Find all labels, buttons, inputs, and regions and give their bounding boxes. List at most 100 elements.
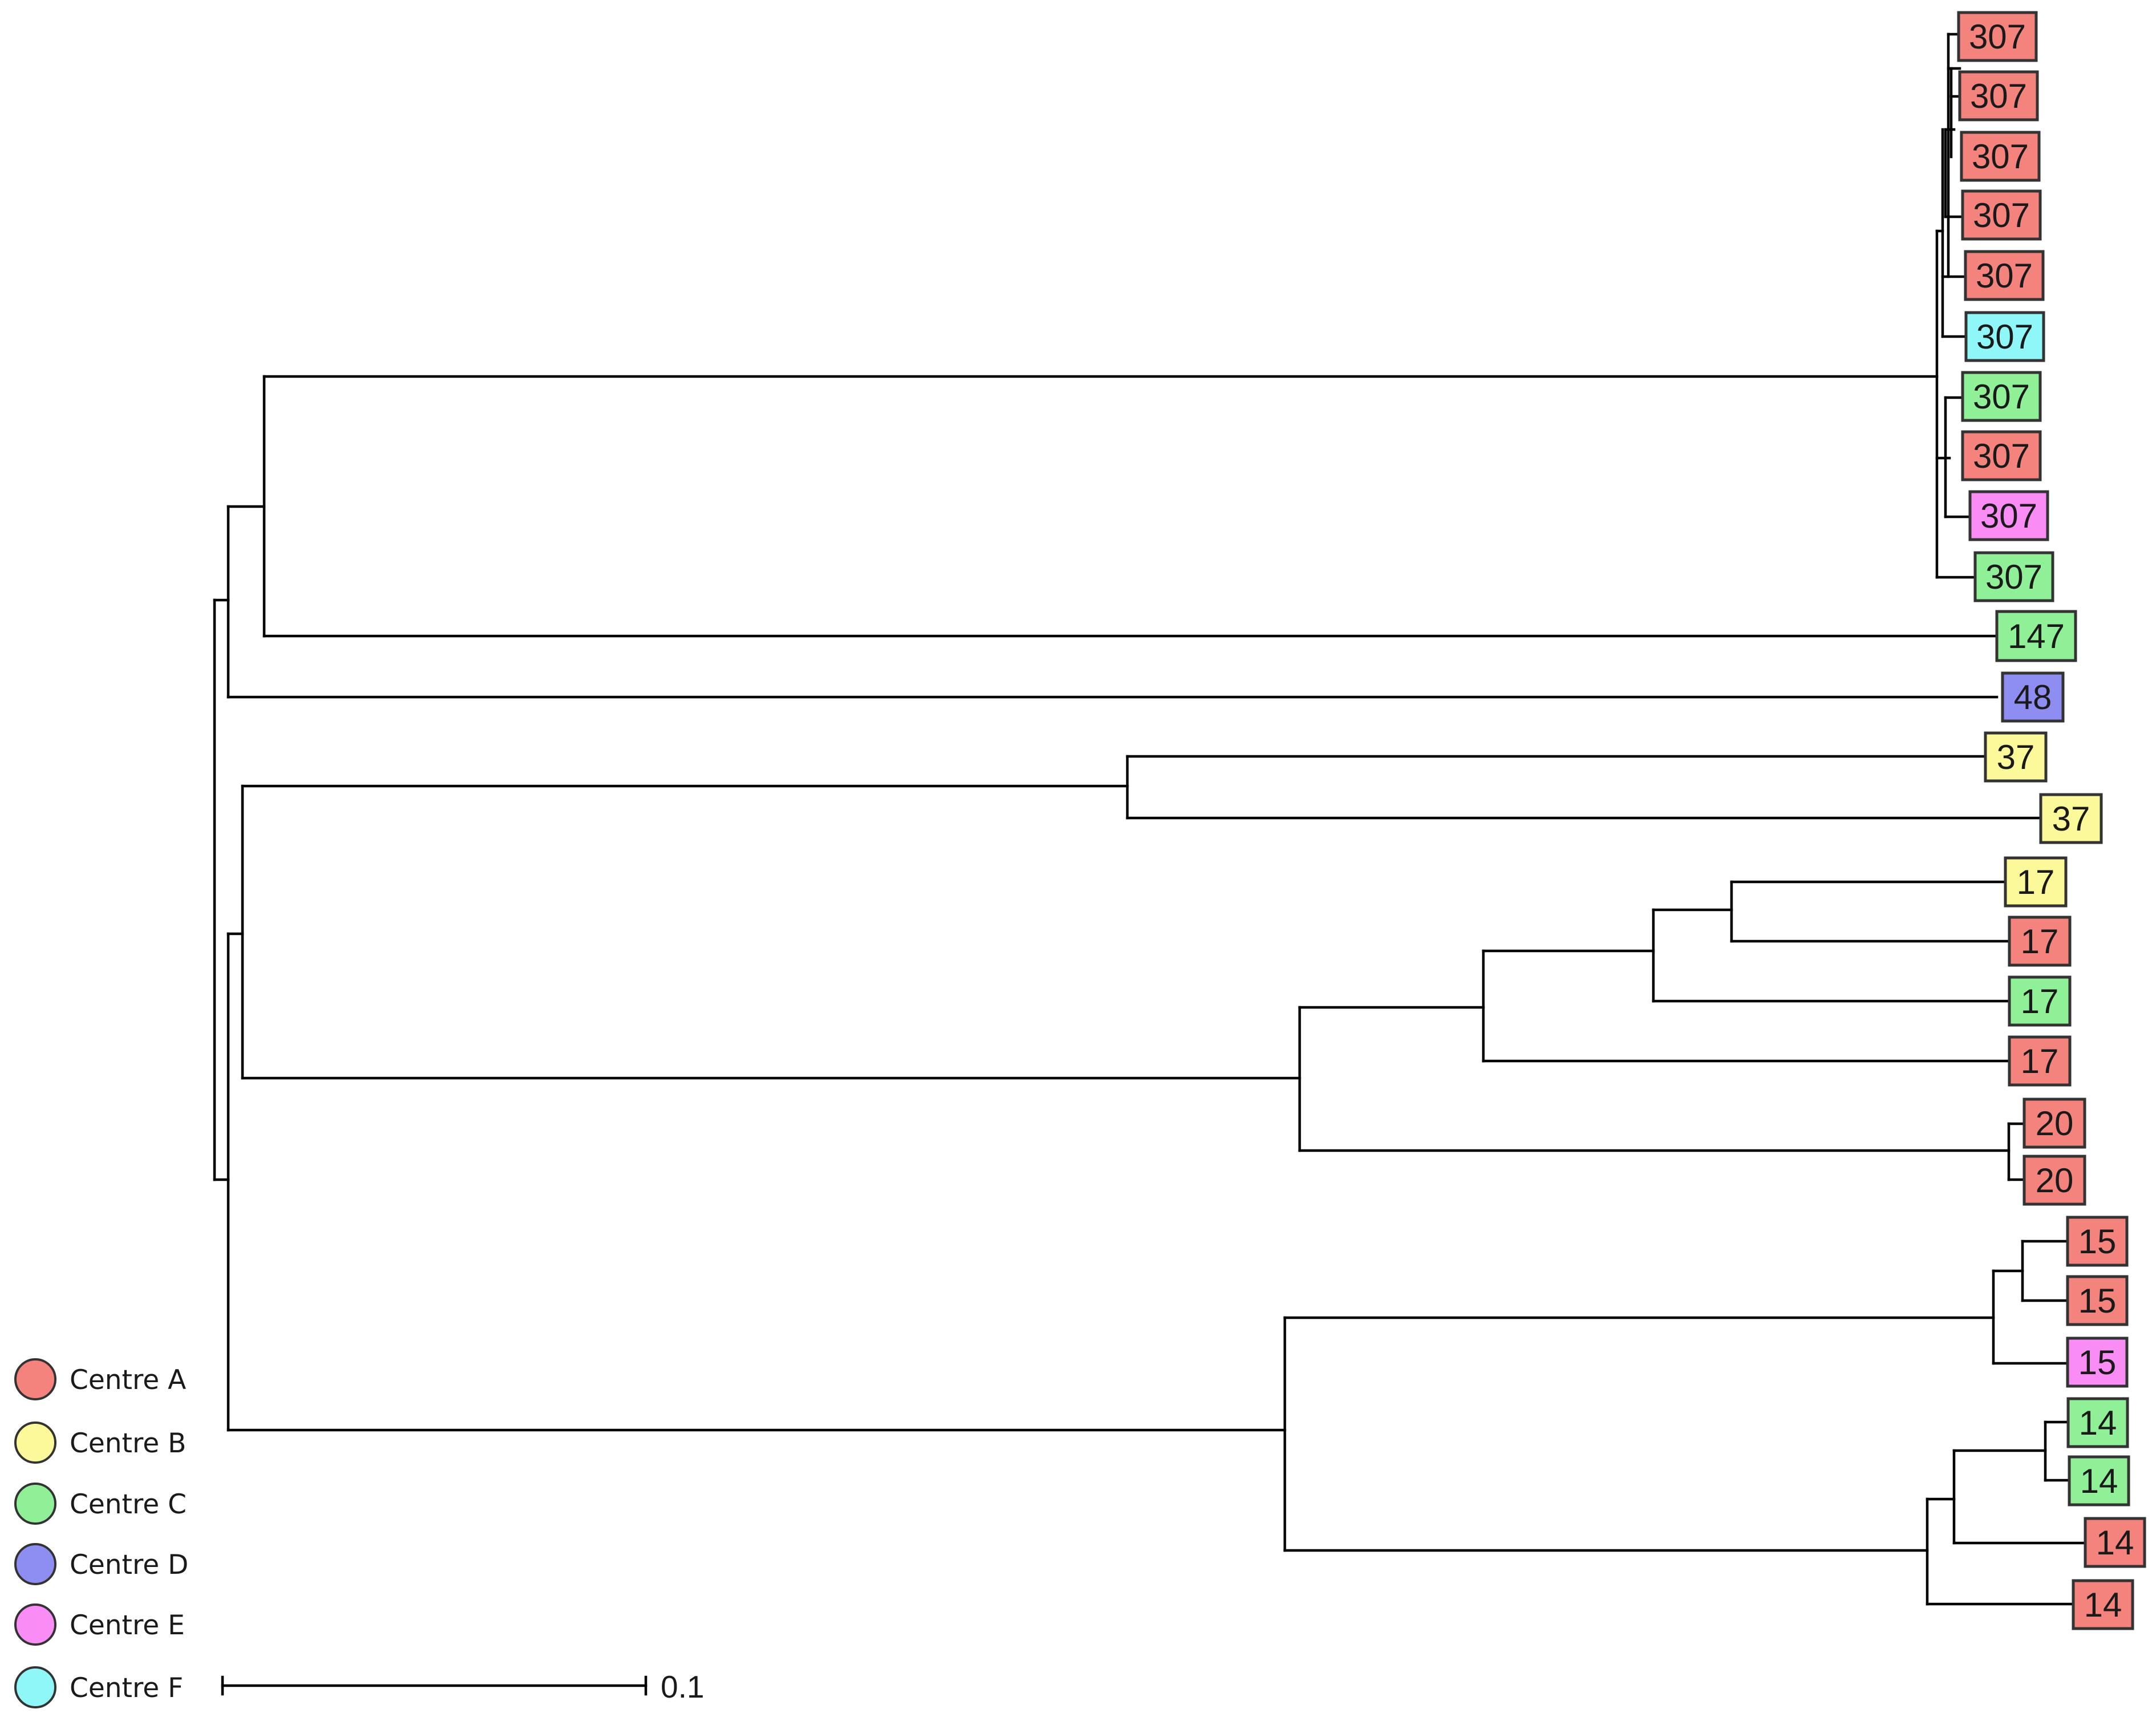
tip-text: 14 bbox=[2079, 1404, 2117, 1442]
legend-label: Centre B bbox=[70, 1428, 186, 1459]
tip-text: 307 bbox=[1969, 18, 2026, 56]
legend-entry: Centre F bbox=[14, 1666, 183, 1708]
tip-text: 17 bbox=[2021, 922, 2059, 961]
tip-text: 307 bbox=[1973, 437, 2030, 475]
tip-label: 15 bbox=[2066, 1275, 2129, 1326]
tip-box bbox=[1964, 250, 2045, 301]
tip-label: 307 bbox=[1968, 490, 2049, 541]
tip-text: 307 bbox=[1970, 77, 2027, 115]
tip-label: 20 bbox=[2022, 1098, 2086, 1149]
tip-label: 17 bbox=[2008, 1035, 2072, 1087]
tip-label: 307 bbox=[1957, 11, 2038, 62]
tip-label: 15 bbox=[2066, 1337, 2129, 1388]
tip-label: 17 bbox=[2004, 856, 2068, 908]
legend-swatch bbox=[14, 1543, 56, 1585]
tip-box bbox=[1960, 131, 2041, 182]
tip-text: 17 bbox=[2021, 1042, 2059, 1080]
tip-box bbox=[1973, 551, 2054, 602]
tip-text: 307 bbox=[1973, 378, 2030, 416]
legend-entry: Centre E bbox=[14, 1603, 185, 1646]
tip-box bbox=[2022, 1155, 2086, 1206]
tip-label: 17 bbox=[2008, 916, 2072, 967]
tip-text: 37 bbox=[1997, 738, 2035, 776]
tip-box bbox=[1958, 70, 2039, 122]
tip-text: 17 bbox=[2021, 982, 2059, 1020]
tip-text: 15 bbox=[2078, 1222, 2117, 1261]
legend-swatch bbox=[14, 1603, 56, 1646]
tip-box bbox=[1961, 371, 2042, 422]
tip-box bbox=[2072, 1579, 2134, 1630]
tip-label: 307 bbox=[1961, 430, 2042, 481]
tip-text: 307 bbox=[1976, 318, 2033, 356]
tip-text: 14 bbox=[2084, 1586, 2122, 1624]
tip-label: 15 bbox=[2066, 1216, 2129, 1267]
tip-text: 307 bbox=[1976, 257, 2033, 295]
tip-box bbox=[2039, 793, 2103, 844]
tip-box bbox=[2066, 1275, 2129, 1326]
tip-text: 307 bbox=[1980, 497, 2037, 535]
legend-entry: Centre B bbox=[14, 1422, 186, 1464]
tip-box bbox=[1961, 189, 2042, 241]
tip-box bbox=[1964, 311, 2045, 362]
tip-text: 307 bbox=[1972, 137, 2029, 176]
tip-label: 307 bbox=[1961, 371, 2042, 422]
centre-legend: Centre A Centre B Centre C Centre D Centre E… bbox=[14, 1358, 188, 1708]
tip-box bbox=[1961, 430, 2042, 481]
tip-label: 37 bbox=[1984, 731, 2048, 783]
tip-label: 14 bbox=[2066, 1397, 2129, 1448]
tip-text: 48 bbox=[2014, 678, 2052, 716]
tip-label: 147 bbox=[1995, 610, 2077, 662]
tip-box bbox=[2068, 1455, 2130, 1507]
tip-label: 307 bbox=[1964, 311, 2045, 362]
legend-swatch bbox=[14, 1666, 56, 1708]
tip-label: 14 bbox=[2068, 1455, 2130, 1507]
tip-text: 147 bbox=[2008, 617, 2065, 655]
tip-text: 20 bbox=[2036, 1161, 2074, 1200]
legend-entry: Centre C bbox=[14, 1483, 187, 1525]
tip-label: 37 bbox=[2039, 793, 2103, 844]
tip-box bbox=[2066, 1216, 2129, 1267]
legend-swatch bbox=[14, 1358, 56, 1400]
tip-text: 20 bbox=[2036, 1104, 2074, 1143]
tip-label: 307 bbox=[1973, 551, 2054, 602]
tip-text: 15 bbox=[2078, 1282, 2117, 1320]
legend-label: Centre F bbox=[70, 1672, 183, 1704]
tip-box bbox=[2066, 1337, 2129, 1388]
tip-text: 15 bbox=[2078, 1343, 2117, 1382]
tip-box bbox=[2001, 671, 2065, 723]
scale-bar: 0.1 bbox=[221, 1669, 704, 1704]
tip-box bbox=[2084, 1517, 2146, 1568]
tip-label: 48 bbox=[2001, 671, 2065, 723]
tip-label: 307 bbox=[1964, 250, 2045, 301]
tip-text: 14 bbox=[2080, 1462, 2118, 1500]
tip-label: 14 bbox=[2084, 1517, 2146, 1568]
tip-box bbox=[2066, 1397, 2129, 1448]
tip-label: 307 bbox=[1960, 131, 2041, 182]
tree-tips: 307 307 307 307 307 307 307 307 307 307 147 48 37 37 1… bbox=[1957, 11, 2146, 1630]
tip-text: 307 bbox=[1973, 196, 2030, 234]
tip-text: 37 bbox=[2052, 800, 2090, 838]
legend-label: Centre E bbox=[70, 1610, 185, 1641]
tip-label: 20 bbox=[2022, 1155, 2086, 1206]
tip-label: 307 bbox=[1958, 70, 2039, 122]
legend-swatch bbox=[14, 1422, 56, 1464]
tip-box bbox=[2008, 975, 2072, 1027]
tip-label: 17 bbox=[2008, 975, 2072, 1027]
legend-entry: Centre D bbox=[14, 1543, 188, 1585]
tip-box bbox=[2008, 916, 2072, 967]
tip-box bbox=[2022, 1098, 2086, 1149]
tip-box bbox=[1995, 610, 2077, 662]
scale-bar-label: 0.1 bbox=[661, 1669, 704, 1704]
tip-label: 307 bbox=[1961, 189, 2042, 241]
tip-box bbox=[2008, 1035, 2072, 1087]
tip-text: 17 bbox=[2017, 863, 2055, 901]
tree-branches bbox=[213, 33, 2087, 1606]
tip-text: 14 bbox=[2096, 1524, 2134, 1562]
legend-entry: Centre A bbox=[14, 1358, 186, 1400]
tip-box bbox=[1984, 731, 2048, 783]
legend-label: Centre C bbox=[70, 1489, 187, 1520]
tip-label: 14 bbox=[2072, 1579, 2134, 1630]
legend-label: Centre D bbox=[70, 1549, 188, 1581]
tip-box bbox=[1957, 11, 2038, 62]
